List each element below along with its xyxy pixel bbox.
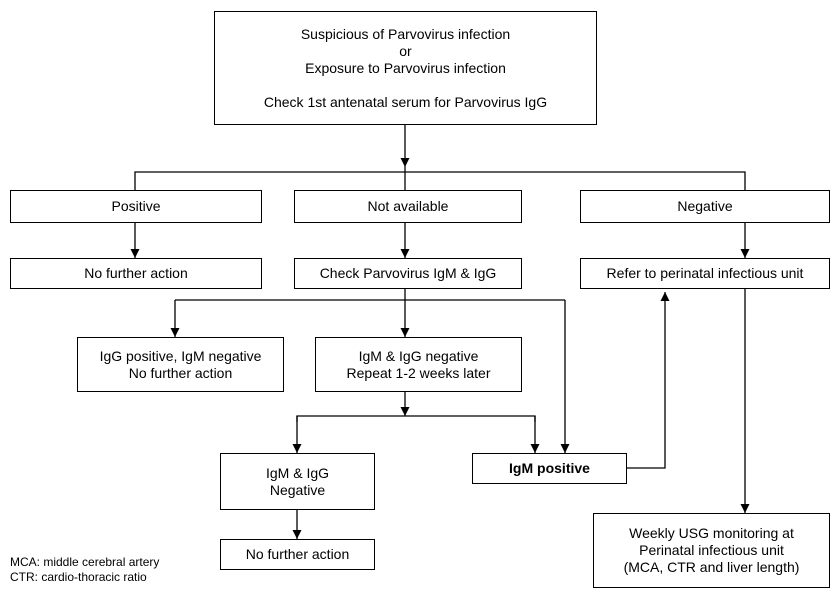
weekly-line-2: Perinatal infectious unit xyxy=(639,542,784,558)
check-igm-igg-label: Check Parvovirus IgM & IgG xyxy=(319,265,497,281)
top-line-3: Exposure to Parvovirus infection xyxy=(305,59,506,76)
igg-positive-line-1: IgG positive, IgM negative xyxy=(99,347,262,364)
positive-action-box: No further action xyxy=(10,258,262,289)
both-negative-line-1: IgM & IgG negative xyxy=(358,347,479,364)
legend-ctr: CTR: cardio-thoracic ratio xyxy=(10,570,147,584)
branch-line-level4 xyxy=(296,415,536,422)
igg-positive-line-2: No further action xyxy=(128,364,233,381)
both-negative-line-2: Repeat 1-2 weeks later xyxy=(346,364,491,381)
check-igm-igg-box: Check Parvovirus IgM & IgG xyxy=(294,258,522,289)
arrow-igm-positive-to-refer xyxy=(627,292,670,469)
legend-mca: MCA: middle cerebral artery xyxy=(10,555,160,569)
weekly-line-1: Weekly USG monitoring at xyxy=(629,525,794,541)
branch-line-level1 xyxy=(134,171,746,190)
result-not-available-label: Not available xyxy=(367,198,449,214)
weekly-monitoring-box: Weekly USG monitoring at Perinatal infec… xyxy=(593,513,830,588)
top-line-2: or xyxy=(399,42,412,59)
result-positive-box: Positive xyxy=(10,190,262,223)
level4-negative-box: IgM & IgG Negative xyxy=(220,453,375,510)
level4-negative-line-2: Negative xyxy=(269,481,326,498)
result-not-available-box: Not available xyxy=(294,190,522,223)
result-negative-label: Negative xyxy=(677,198,733,214)
igm-positive-box: IgM positive xyxy=(472,453,627,484)
igm-positive-label: IgM positive xyxy=(509,460,590,476)
igg-positive-box: IgG positive, IgM negative No further ac… xyxy=(77,337,284,392)
result-negative-box: Negative xyxy=(580,190,830,223)
no-further-action-label: No further action xyxy=(245,546,350,562)
both-negative-box: IgM & IgG negative Repeat 1-2 weeks late… xyxy=(315,337,522,392)
result-positive-label: Positive xyxy=(111,198,161,214)
weekly-line-3: (MCA, CTR and liver length) xyxy=(623,559,800,575)
legend: MCA: middle cerebral artery CTR: cardio-… xyxy=(10,555,159,585)
top-line-1: Suspicious of Parvovirus infection xyxy=(300,25,511,42)
initial-assessment-box: Suspicious of Parvovirus infection or Ex… xyxy=(214,11,597,125)
no-further-action-box: No further action xyxy=(220,539,375,570)
top-line-4: Check 1st antenatal serum for Parvovirus… xyxy=(263,93,548,110)
refer-label: Refer to perinatal infectious unit xyxy=(606,265,804,281)
positive-action-label: No further action xyxy=(84,265,188,281)
level4-negative-line-1: IgM & IgG xyxy=(265,464,330,481)
refer-box: Refer to perinatal infectious unit xyxy=(580,258,830,289)
